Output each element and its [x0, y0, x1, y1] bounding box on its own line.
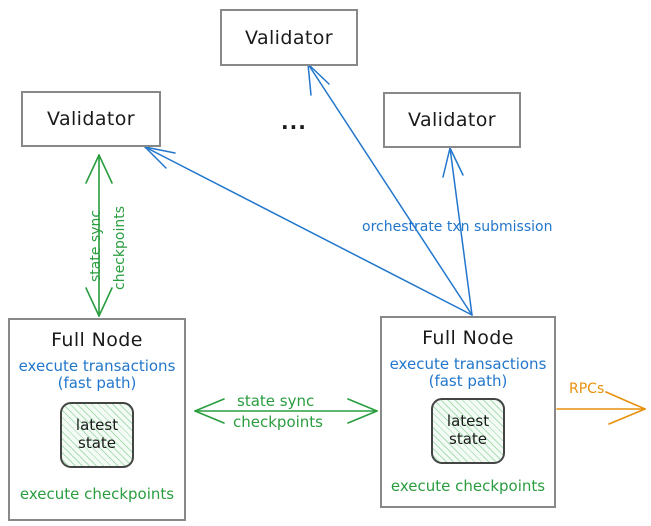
label-state-sync-horizontal-line1: state sync: [237, 392, 315, 410]
node-validator-left[interactable]: Validator: [21, 91, 161, 147]
fullnode-left-blue-text: execute transactions (fast path): [18, 357, 176, 393]
fullnode-right-blue-line2: (fast path): [428, 372, 508, 391]
fullnode-left-state-line1: latest: [75, 416, 119, 435]
fullnode-right-green-label: execute checkpoints: [390, 476, 546, 495]
validator-right-label: Validator: [408, 109, 496, 131]
arrowhead-validator-left-b: [144, 146, 167, 169]
fullnode-right-title: Full Node: [422, 327, 514, 349]
arrowhead-validator-left-a: [144, 146, 176, 154]
label-state-sync-horizontal-line2: checkpoints: [233, 413, 323, 431]
fullnode-right-state-line1: latest: [446, 412, 490, 431]
label-state-sync-vertical-line2: checkpoints: [112, 206, 128, 290]
label-orchestrate-txn-submission: orchestrate txn submission: [362, 219, 553, 235]
node-fullnode-left[interactable]: Full Node execute transactions (fast pat…: [8, 318, 186, 521]
arrowhead-rpcs-b: [608, 408, 646, 425]
arrowhead-validator-top-b: [307, 63, 330, 85]
arrowhead-vertical-up-b: [98, 154, 113, 184]
fullnode-right-blue-line1: execute transactions: [389, 355, 547, 373]
fullnode-left-title: Full Node: [51, 329, 143, 351]
fullnode-right-blue-text: execute transactions (fast path): [389, 355, 547, 391]
label-rpcs: RPCs: [569, 381, 605, 397]
node-fullnode-right[interactable]: Full Node execute transactions (fast pat…: [380, 316, 556, 508]
arrowhead-horizontal-right-a: [347, 398, 378, 412]
arrowhead-horizontal-left-a: [194, 398, 225, 412]
node-validator-right[interactable]: Validator: [383, 92, 521, 148]
arrowhead-validator-right-b: [449, 147, 464, 176]
node-validator-top[interactable]: Validator: [220, 9, 358, 66]
arrowhead-vertical-up-a: [85, 154, 100, 184]
fullnode-right-state-line2: state: [449, 429, 487, 448]
arrowhead-horizontal-right-b: [347, 410, 378, 424]
fullnode-right-latest-state: latest state: [431, 397, 505, 464]
arrowhead-horizontal-left-b: [194, 410, 225, 424]
arrowhead-vertical-down-b: [98, 287, 113, 317]
validator-left-label: Validator: [47, 108, 135, 130]
fullnode-left-state-line2: state: [78, 433, 116, 452]
arrowhead-validator-top-a: [307, 63, 312, 96]
arrowhead-vertical-down-a: [85, 287, 100, 317]
label-state-sync-vertical-line1: state sync: [88, 209, 104, 282]
fullnode-left-green-label: execute checkpoints: [19, 484, 175, 503]
fullnode-left-blue-line2: (fast path): [57, 374, 137, 393]
arrowhead-rpcs-a: [605, 391, 646, 410]
validators-ellipsis: ...: [281, 110, 307, 134]
arrowhead-validator-right-a: [442, 147, 451, 178]
fullnode-left-blue-line1: execute transactions: [18, 357, 176, 375]
validator-top-label: Validator: [245, 26, 333, 49]
fullnode-left-latest-state: latest state: [60, 401, 134, 468]
